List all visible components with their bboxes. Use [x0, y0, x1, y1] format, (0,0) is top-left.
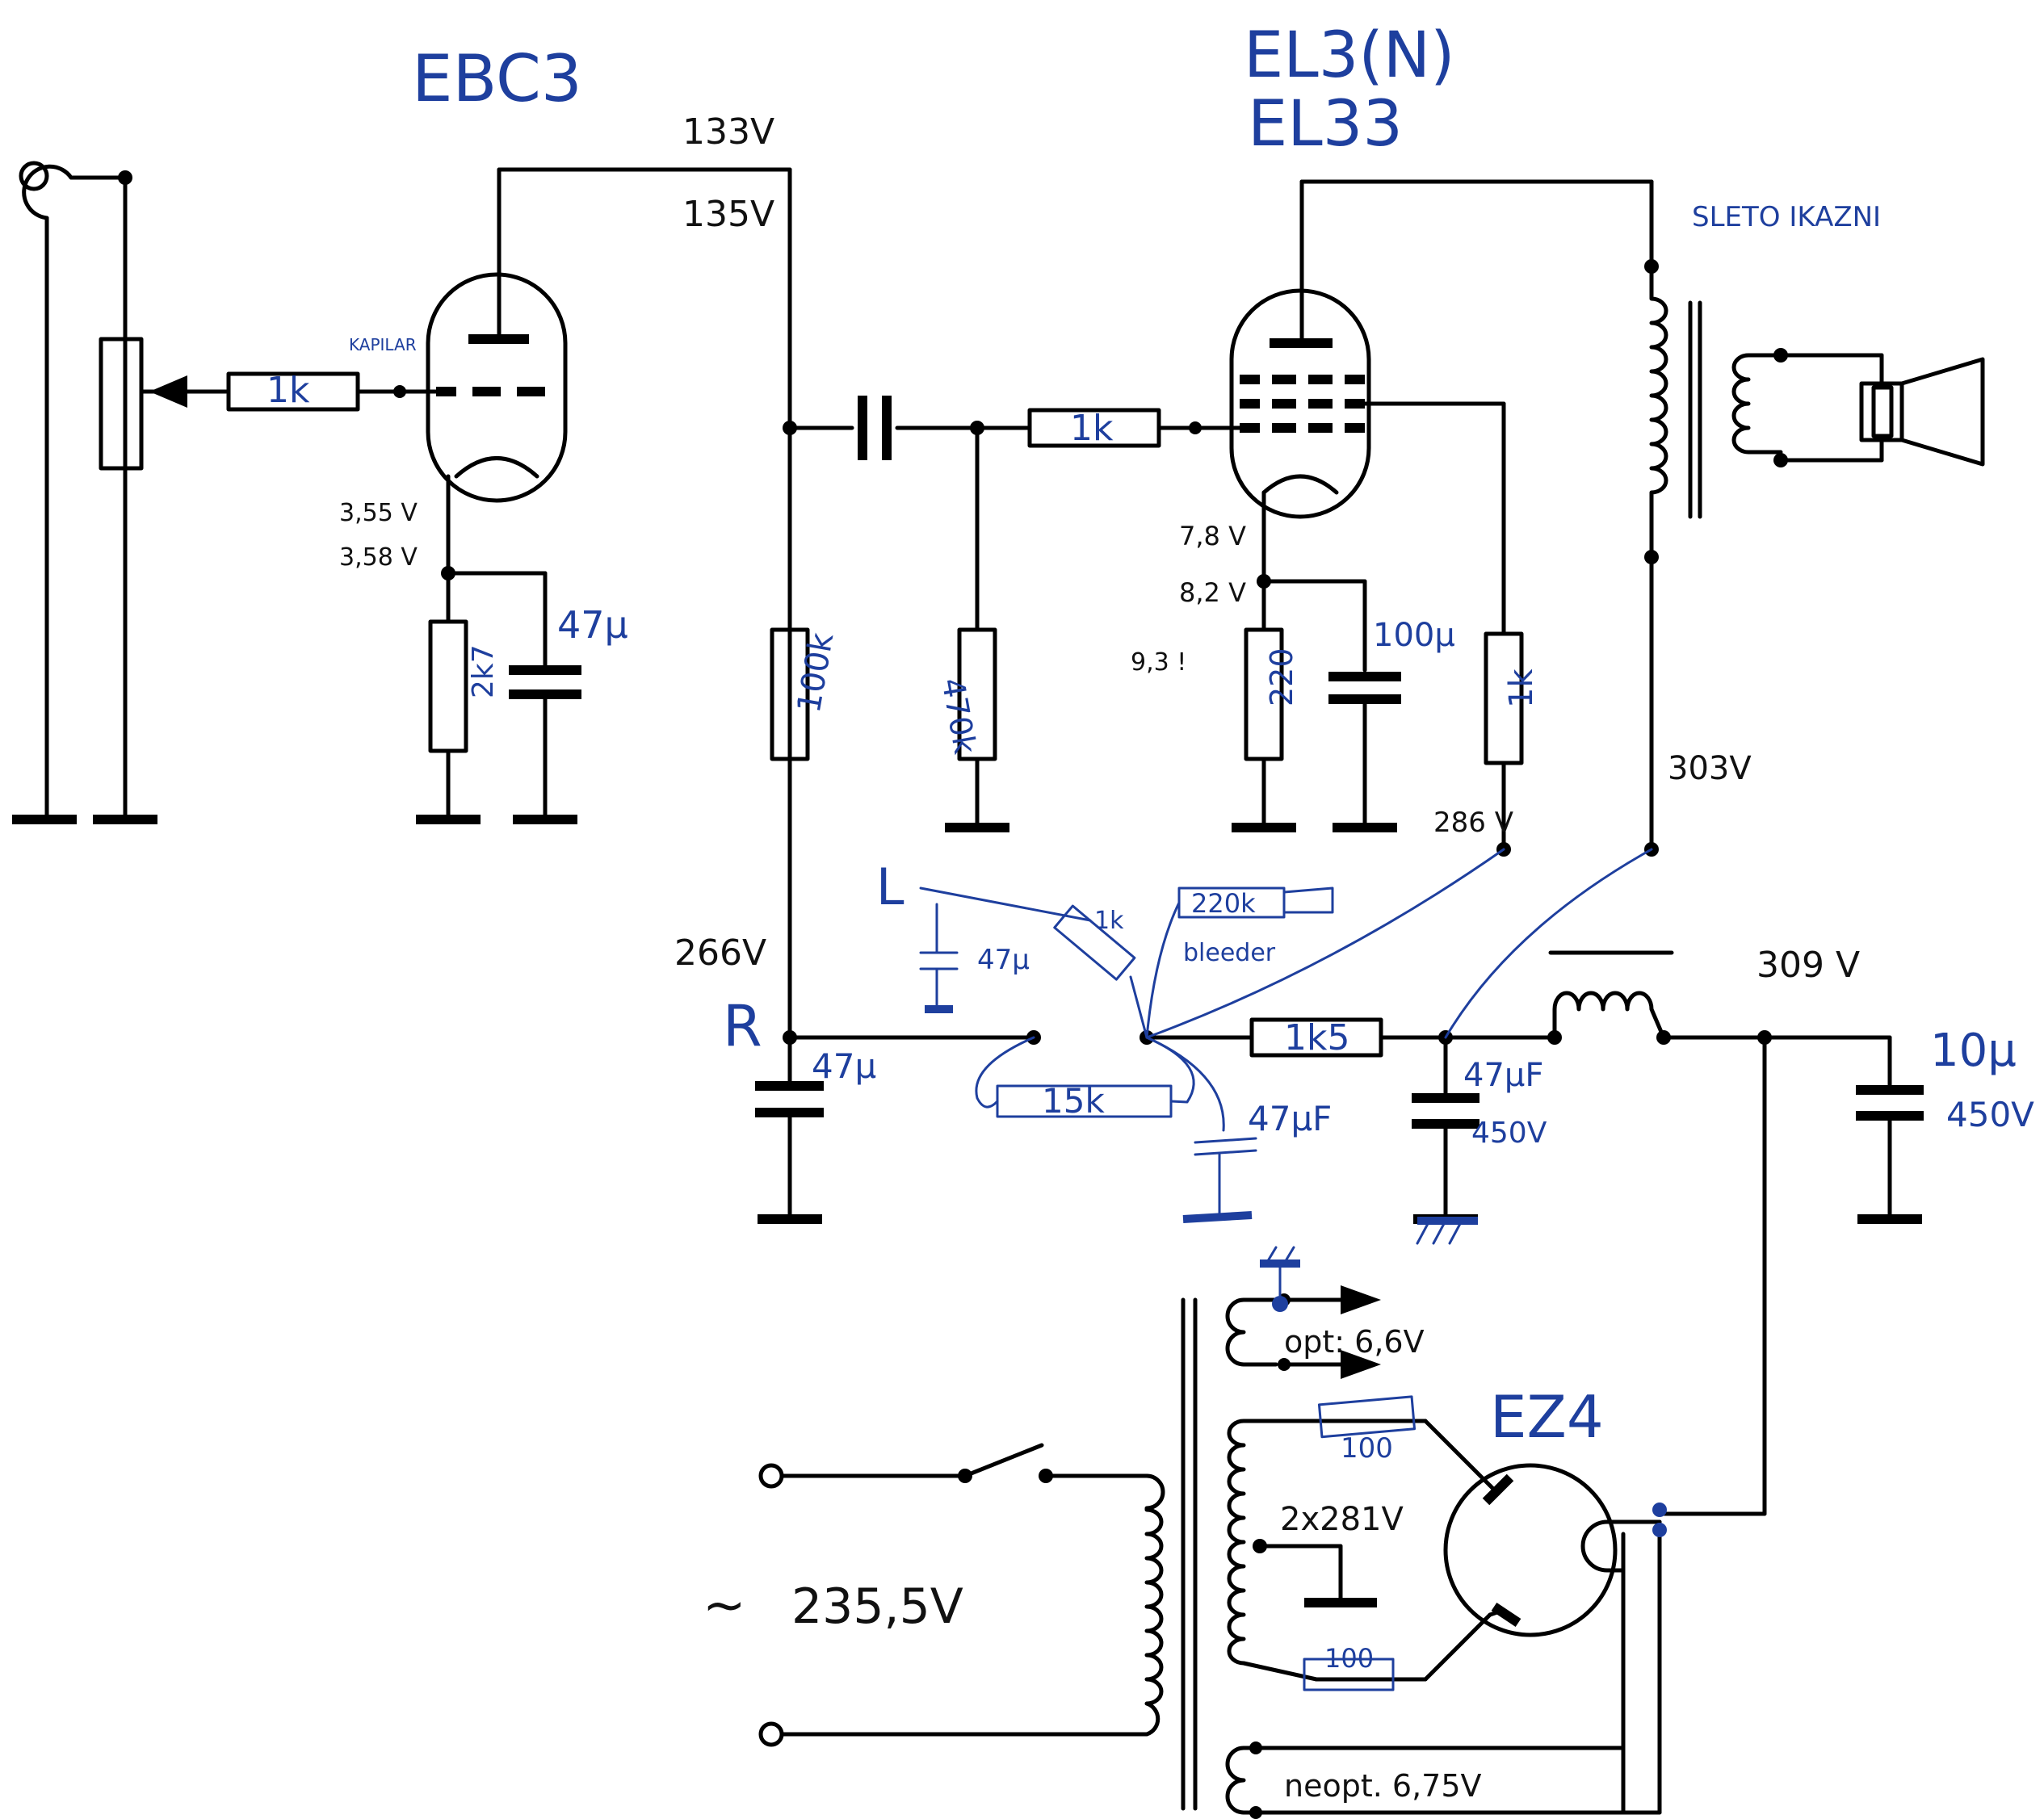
heater-winding-opt: opt: 6,6V: [1225, 1285, 1425, 1379]
pen-modifications: L 47μ 1k 220k bleeder 15k 47μF: [876, 848, 1653, 1245]
voltage-78: 7,8 V: [1179, 521, 1246, 551]
el33-label: EL33: [1248, 88, 1403, 161]
hv-secondary-winding: 2x281V: [1227, 1419, 1492, 1682]
svg-text:47μF: 47μF: [1248, 1099, 1332, 1138]
svg-text:47μ: 47μ: [557, 603, 628, 647]
svg-text:1k: 1k: [1070, 408, 1114, 449]
el3-cathode-network: 220 100μ: [1232, 574, 1455, 832]
voltage-133: 133V: [682, 111, 774, 153]
svg-text:47μ: 47μ: [977, 944, 1030, 976]
svg-text:2x281V: 2x281V: [1280, 1501, 1404, 1538]
plate-load-100k: 100k: [770, 627, 842, 761]
svg-text:KAPILAR: KAPILAR: [349, 335, 417, 354]
filter-chain: 47μ 1k5 47μF 450V 10μ 450V: [755, 950, 2034, 1516]
svg-text:450V: 450V: [1471, 1117, 1547, 1150]
voltage-355: 3,55 V: [339, 499, 418, 527]
output-transformer: [1644, 264, 1884, 857]
pen-resistors-100: 100 100: [1303, 1395, 1417, 1691]
svg-text:1k5: 1k5: [1284, 1017, 1349, 1058]
svg-text:220k: 220k: [1191, 888, 1256, 919]
ez4-rectifier: [1443, 1463, 1767, 1815]
voltage-309: 309 V: [1756, 945, 1860, 986]
svg-text:15k: 15k: [1042, 1081, 1105, 1121]
svg-text:100μ: 100μ: [1373, 617, 1455, 654]
volume-potentiometer: [99, 337, 229, 471]
svg-text:bleeder: bleeder: [1183, 939, 1276, 967]
mains-voltage: 235,5V: [791, 1578, 963, 1635]
svg-text:100: 100: [1341, 1432, 1393, 1465]
grid-resistor-1k: 1k KAPILAR: [226, 335, 417, 412]
voltage-303: 303V: [1668, 750, 1752, 787]
el3-tube: [1193, 179, 1506, 584]
svg-text:1k: 1k: [1503, 669, 1540, 708]
voltage-135: 135V: [682, 194, 774, 235]
speaker-icon: [1859, 357, 1985, 467]
svg-text:1k: 1k: [1094, 907, 1124, 935]
svg-text:L: L: [876, 857, 904, 916]
svg-text:47μ: 47μ: [812, 1046, 876, 1086]
heater-winding-neopt: neopt. 6,75V: [1225, 1741, 1662, 1819]
pen-chassis-ground: [1260, 1246, 1300, 1312]
node-r-label: R: [723, 993, 762, 1059]
speaker-label: SLETO IKAZNI: [1692, 201, 1881, 233]
svg-text:220: 220: [1264, 648, 1299, 706]
svg-text:2k7: 2k7: [467, 644, 500, 698]
voltage-358: 3,58 V: [339, 543, 418, 572]
svg-text:470k: 470k: [934, 675, 983, 757]
svg-text:100: 100: [1324, 1643, 1374, 1674]
input-jack: [19, 161, 132, 822]
power-transformer-core: [1181, 1297, 1198, 1811]
el3-label: EL3(N): [1244, 19, 1455, 92]
tilde-label: ~: [703, 1576, 746, 1636]
svg-text:47μF: 47μF: [1463, 1057, 1543, 1094]
coupling-network: 470k 1k: [783, 396, 1202, 832]
svg-text:450V: 450V: [1946, 1095, 2034, 1134]
voltage-82: 8,2 V: [1179, 577, 1246, 608]
screen-resistor: 1k: [1484, 401, 1540, 857]
svg-text:neopt. 6,75V: neopt. 6,75V: [1284, 1768, 1482, 1804]
ebc3-label: EBC3: [412, 41, 582, 116]
svg-text:1k: 1k: [267, 370, 310, 411]
svg-text:10μ: 10μ: [1930, 1025, 2017, 1077]
ez4-label: EZ4: [1490, 1383, 1604, 1451]
voltage-93: 9,3 !: [1131, 648, 1186, 677]
mains-input: [758, 1443, 1165, 1747]
svg-text:100k: 100k: [791, 630, 842, 716]
ebc3-cathode-network: 2k7 47μ: [416, 566, 628, 824]
voltage-266: 266V: [674, 933, 766, 974]
svg-text:opt: 6,6V: opt: 6,6V: [1284, 1324, 1425, 1360]
ebc3-tube: [397, 167, 568, 576]
voltage-286: 286 V: [1433, 807, 1513, 839]
